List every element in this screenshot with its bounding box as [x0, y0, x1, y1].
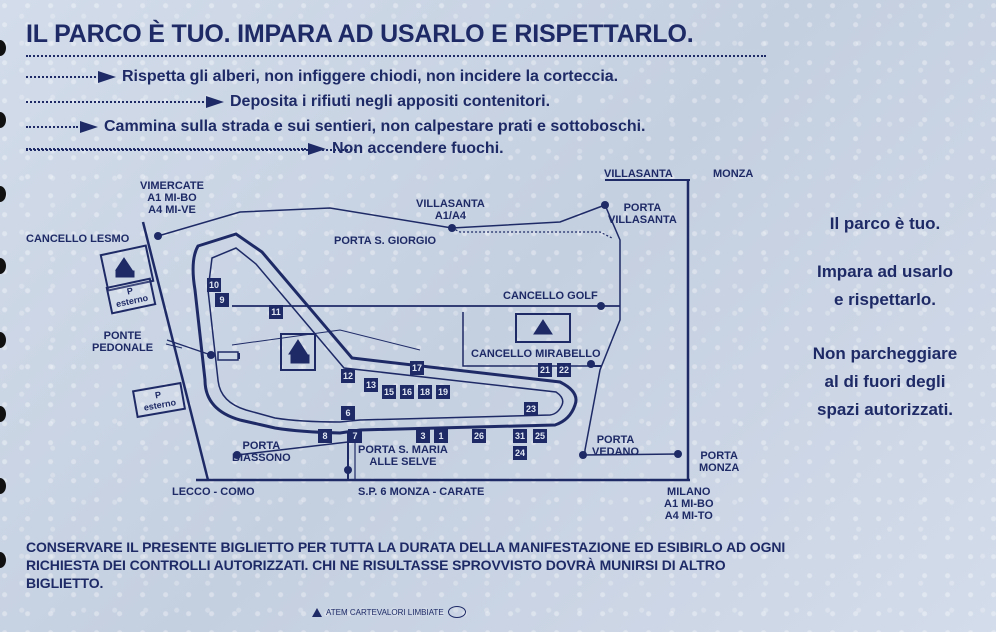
label-vimercate: VIMERCATE A1 MI-BO A4 MI-VE — [140, 180, 204, 216]
label-porta-s-giorgio: PORTA S. GIORGIO — [334, 235, 437, 247]
parking-marker: 18 — [418, 385, 432, 399]
printer-logo-icon — [312, 607, 322, 617]
arrow-icon — [98, 71, 116, 83]
rule-text: Deposita i rifiuti negli appositi conten… — [230, 93, 551, 110]
label-porta-biassono: PORTA BIASSONO — [232, 440, 291, 464]
label-villasanta: VILLASANTA — [604, 168, 673, 180]
divider — [26, 149, 356, 151]
label-villasanta-a1: VILLASANTA A1/A4 — [416, 198, 485, 222]
parking-marker: 21 — [538, 363, 552, 377]
side-text-line: Non parcheggiare — [812, 344, 958, 363]
label-cancello-lesmo: CANCELLO LESMO — [26, 233, 130, 245]
parking-marker: 15 — [382, 385, 396, 399]
parking-marker: 13 — [364, 378, 378, 392]
parking-marker: 11 — [269, 305, 283, 319]
side-text-line: spazi autorizzati. — [816, 400, 954, 419]
dotted-leader — [26, 76, 96, 78]
dotted-leader — [26, 126, 78, 128]
parking-marker: 6 — [341, 406, 355, 420]
label-lecco-como: LECCO - COMO — [172, 486, 255, 498]
edge-notch — [0, 112, 6, 128]
label-porta-vedano: PORTA VEDANO — [592, 434, 640, 458]
parking-marker: 3 — [416, 429, 430, 443]
label-monza: MONZA — [713, 168, 754, 180]
label-milano: MILANO A1 MI-BO A4 MI-TO — [664, 486, 714, 522]
rule-line-2: Deposita i rifiuti negli appositi conten… — [26, 93, 550, 111]
ticket-notice: CONSERVARE IL PRESENTE BIGLIETTO PER TUT… — [26, 539, 786, 591]
edge-notch — [0, 332, 6, 348]
parking-marker: 7 — [348, 429, 362, 443]
rule-line-3: Cammina sulla strada e sui sentieri, non… — [26, 118, 646, 136]
parking-marker: 23 — [524, 402, 538, 416]
label-cancello-mirabello: CANCELLO MIRABELLO — [471, 348, 601, 360]
parking-marker: 26 — [472, 429, 486, 443]
edge-notch — [0, 478, 6, 494]
rule-text: Non accendere fuochi. — [332, 140, 504, 157]
parking-marker: 19 — [436, 385, 450, 399]
label-porta-monza: PORTA MONZA — [699, 450, 740, 474]
printer-name: ATEM CARTEVALORI LIMBIATE — [326, 607, 444, 617]
label-porta-villasanta: PORTA VILLASANTA — [608, 202, 677, 226]
parking-marker: 1 — [434, 429, 448, 443]
side-text-line: Il parco è tuo. — [829, 214, 941, 233]
page-title: IL PARCO È TUO. IMPARA AD USARLO E RISPE… — [26, 20, 694, 48]
printer-credit: ATEM CARTEVALORI LIMBIATE — [312, 606, 466, 618]
parking-marker: 24 — [513, 446, 527, 460]
parking-marker: 22 — [557, 363, 571, 377]
rule-text: Rispetta gli alberi, non infiggere chiod… — [122, 68, 619, 85]
label-porta-s-maria: PORTA S. MARIA ALLE SELVE — [358, 444, 448, 468]
parking-marker: 31 — [513, 429, 527, 443]
edge-notch — [0, 406, 6, 422]
divider — [26, 55, 766, 57]
parking-marker: 8 — [318, 429, 332, 443]
arrow-icon — [206, 96, 224, 108]
rule-text: Cammina sulla strada e sui sentieri, non… — [104, 118, 646, 135]
side-text-line: e rispettarlo. — [833, 290, 937, 309]
label-cancello-golf: CANCELLO GOLF — [503, 290, 598, 302]
edge-notch — [0, 40, 6, 56]
parking-marker: 12 — [341, 369, 355, 383]
label-sp6: S.P. 6 MONZA - CARATE — [358, 486, 485, 498]
edge-notch — [0, 552, 6, 568]
arrow-icon — [80, 121, 98, 133]
parking-marker: 10 — [207, 278, 221, 292]
parking-marker: 9 — [215, 293, 229, 307]
edge-notch — [0, 186, 6, 202]
side-text-line: Impara ad usarlo — [816, 262, 954, 281]
rule-line-1: Rispetta gli alberi, non infiggere chiod… — [26, 68, 618, 86]
parking-marker: 16 — [400, 385, 414, 399]
side-text-line: al di fuori degli — [824, 372, 946, 391]
printer-seal-icon — [447, 606, 466, 618]
parking-marker: 25 — [533, 429, 547, 443]
edge-notch — [0, 258, 6, 274]
dotted-leader — [26, 101, 204, 103]
parking-marker: 17 — [410, 361, 424, 375]
label-ponte-pedonale: PONTE PEDONALE — [92, 330, 154, 354]
